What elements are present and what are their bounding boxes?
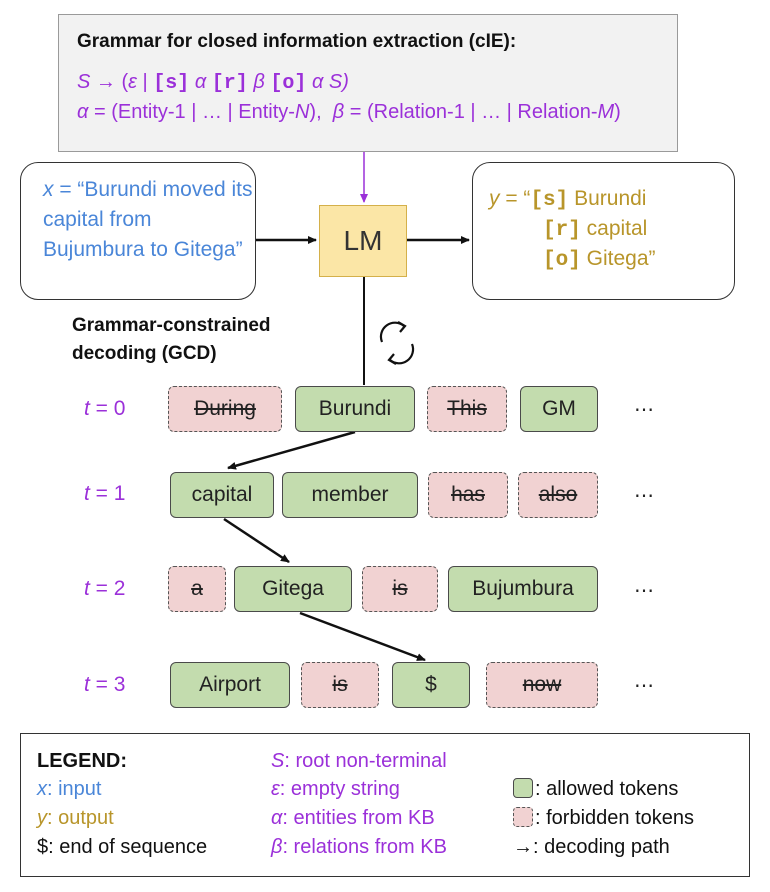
- token-has: has: [428, 472, 508, 518]
- more-tokens-3: ⋯: [634, 675, 654, 697]
- token-during: During: [168, 386, 282, 432]
- legend-title: LEGEND:: [37, 750, 127, 772]
- gcd-label: Grammar-constrained decoding (GCD): [72, 315, 271, 364]
- legend-entities: α: entities from KB: [271, 807, 435, 829]
- more-tokens-1: ⋯: [634, 485, 654, 507]
- grammar-box: Grammar for closed information extractio…: [58, 14, 678, 152]
- token-gitega: Gitega: [234, 566, 352, 612]
- output-box: y = “[s] Burundi [r] capital [o] Gitega”: [472, 162, 735, 300]
- token-airport: Airport: [170, 662, 290, 708]
- legend-output: y: output: [37, 807, 114, 829]
- legend-allowed: : allowed tokens: [513, 778, 678, 801]
- path-arrow-2: [299, 611, 426, 662]
- legend-eos: $: end of sequence: [37, 836, 208, 858]
- more-tokens-2: ⋯: [634, 580, 654, 602]
- step-label-0: t = 0: [84, 397, 126, 420]
- grammar-definitions: α = (Entity-1 | … | Entity-N), β = (Rela…: [77, 101, 621, 123]
- legend-relations: β: relations from KB: [271, 836, 447, 858]
- legend-root: S: root non-terminal: [271, 750, 447, 772]
- step-label-3: t = 3: [84, 673, 126, 696]
- grammar-rule: S → (ε | [s] α [r] β [o] α S): [77, 71, 349, 95]
- legend-forbidden: : forbidden tokens: [513, 807, 694, 830]
- token-eos: $: [392, 662, 470, 708]
- output-line-2: [r] capital: [543, 217, 648, 242]
- token-burundi: Burundi: [295, 386, 415, 432]
- token-also: also: [518, 472, 598, 518]
- token-gm: GM: [520, 386, 598, 432]
- token-is-2: is: [362, 566, 438, 612]
- forbidden-swatch: [513, 807, 533, 827]
- token-capital: capital: [170, 472, 274, 518]
- loop-icon: [379, 321, 415, 365]
- allowed-swatch: [513, 778, 533, 798]
- step-label-1: t = 1: [84, 482, 126, 505]
- legend-path: →: decoding path: [513, 836, 670, 858]
- grammar-title: Grammar for closed information extractio…: [77, 31, 517, 52]
- legend-epsilon: ε: empty string: [271, 778, 400, 800]
- token-bujumbura: Bujumbura: [448, 566, 598, 612]
- output-line-3: [o] Gitega”: [543, 247, 656, 272]
- lm-box: LM: [319, 205, 407, 277]
- token-this: This: [427, 386, 507, 432]
- token-member: member: [282, 472, 418, 518]
- token-is-3: is: [301, 662, 379, 708]
- legend-box: LEGEND: x: input y: output $: end of seq…: [20, 733, 750, 877]
- path-arrow-1: [223, 517, 290, 564]
- step-label-2: t = 2: [84, 577, 126, 600]
- output-line-1: y = “[s] Burundi: [489, 187, 647, 212]
- token-now: now: [486, 662, 598, 708]
- token-a: a: [168, 566, 226, 612]
- path-arrow-0: [227, 430, 356, 470]
- legend-input: x: input: [37, 778, 102, 800]
- more-tokens-0: ⋯: [634, 399, 654, 421]
- input-box: x = “Burundi moved its capital from Buju…: [20, 162, 256, 300]
- input-text: x = “Burundi moved its capital from Buju…: [43, 178, 253, 261]
